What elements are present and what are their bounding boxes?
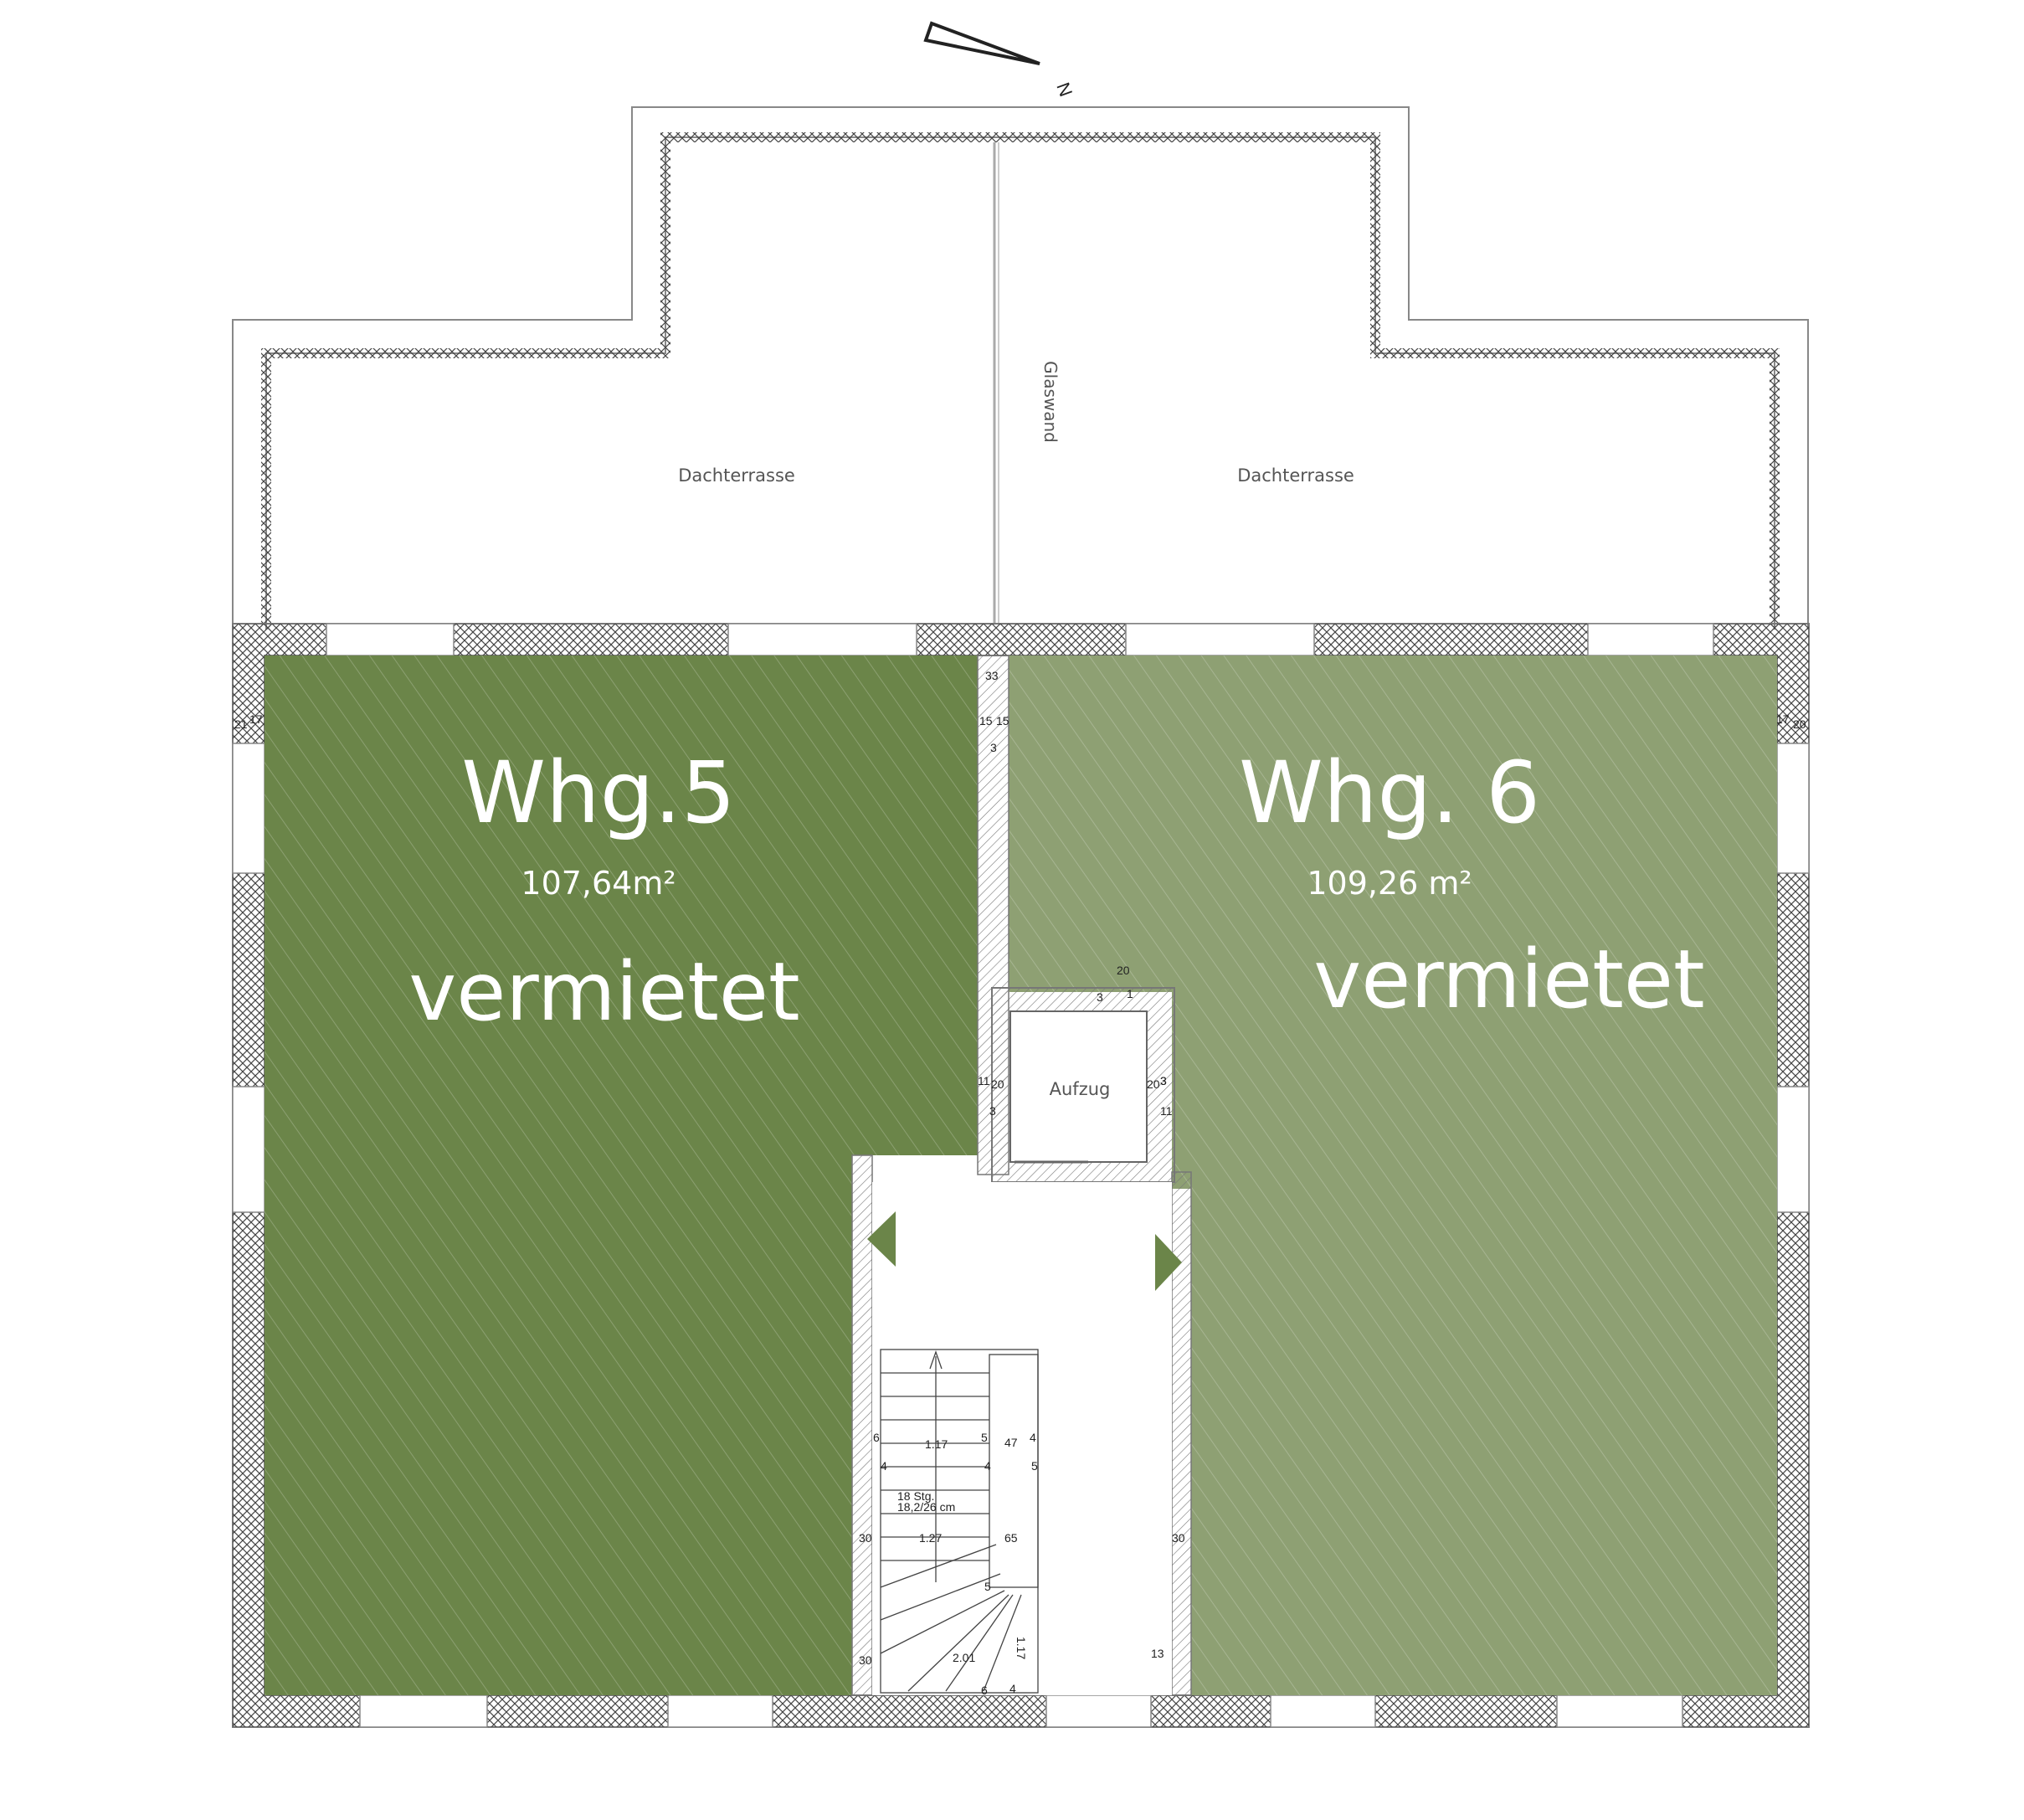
door-arrow-right-icon [1155,1234,1182,1291]
corridor-dim-7: 3 [989,1104,996,1118]
elevator-label: Aufzug [1050,1079,1111,1099]
corridor-dim-9: 20 [1147,1077,1160,1091]
corridor-dim-10: 3 [1160,1074,1167,1087]
wall-dim-right-1: 17 [1776,712,1790,726]
apartment-6-area-label: 109,26 m² [1307,865,1472,902]
stair-steps-label: 18 Stg. [897,1489,934,1503]
north-arrow-icon [923,21,1040,65]
windows [232,623,1810,1728]
corridor-dim-2: 15 [979,714,993,727]
stair-dim-15: 6 [981,1684,988,1697]
apartment-5-area [265,656,978,1695]
stair-dim-5: 30 [1172,1531,1185,1545]
stair-dim-6: 13 [1151,1647,1164,1660]
terrace-label-left: Dachterrasse [678,465,795,486]
stair-dim-11: 5 [1031,1459,1038,1473]
stair-size-label: 18,2/26 cm [897,1500,955,1514]
stair-width-1: 1.17 [925,1437,948,1451]
stair-dim-3: 30 [859,1531,872,1545]
wall-dim-right-2: 20 [1793,717,1806,731]
apartment-6-name: Whg. 6 [1239,743,1540,843]
stair-dim-7: 6 [873,1431,880,1444]
wall-dim-left-2: 17 [249,712,263,726]
wall-dim-left-1: 21 [234,717,248,731]
compass: N [923,21,1076,100]
corridor-dim-4: 3 [990,741,997,754]
corridor-dim-12: 1 [1127,987,1133,1000]
wall-dimensions: 21 17 17 20 33 15 15 3 11 20 3 3 20 3 11… [234,669,1806,1118]
corridor-dim-1: 33 [985,669,999,682]
stair-dim-4: 30 [859,1653,872,1667]
terrace-label-right: Dachterrasse [1237,465,1354,486]
stair-width-2: 1.27 [919,1531,942,1545]
stair-dim-1: 47 [1004,1436,1018,1449]
apartment-5-name: Whg.5 [461,743,736,843]
stair-dim-10: 5 [981,1431,988,1444]
corridor-dim-14: 20 [1117,964,1130,977]
corridor-dim-11: 11 [1160,1104,1173,1118]
stair-dim-8: 4 [881,1459,887,1473]
stair-labels: 18 Stg. 18,2/26 cm 1.17 1.27 2.01 1.17 4… [859,1431,1185,1697]
apartment-6-area [1009,656,1777,1695]
apartment-5-area-label: 107,64m² [521,865,676,902]
terrace-outline [232,106,1809,630]
staircase [880,1349,1039,1694]
corridor-dim-6: 20 [991,1077,1004,1091]
north-label: N [1052,80,1076,99]
stair-width-3: 2.01 [953,1651,975,1664]
apartment-6-status: vermietet [1313,933,1704,1026]
glass-wall-label: Glaswand [1040,361,1061,443]
stair-dim-13: 4 [1030,1431,1036,1444]
corridor-dim-13: 3 [1097,990,1103,1004]
stair-dim-12: 5 [984,1580,991,1593]
stair-dim-14: 4 [1009,1682,1016,1695]
corridor-dim-5: 11 [978,1074,990,1087]
apartment-5-labels: Whg.5 107,64m² vermietet [408,743,799,1039]
stair-dim-2: 65 [1004,1531,1018,1545]
apartment-5-status: vermietet [408,945,799,1039]
stair-width-4: 1.17 [1015,1637,1028,1659]
stair-dim-9: 4 [984,1459,991,1473]
corridor-dim-3: 15 [996,714,1009,727]
apartment-6-labels: Whg. 6 109,26 m² vermietet [1239,743,1705,1026]
door-arrow-left-icon [867,1211,896,1267]
elevator: Aufzug [1009,1010,1148,1164]
corridor-dim-8: 3 [1160,1074,1167,1087]
